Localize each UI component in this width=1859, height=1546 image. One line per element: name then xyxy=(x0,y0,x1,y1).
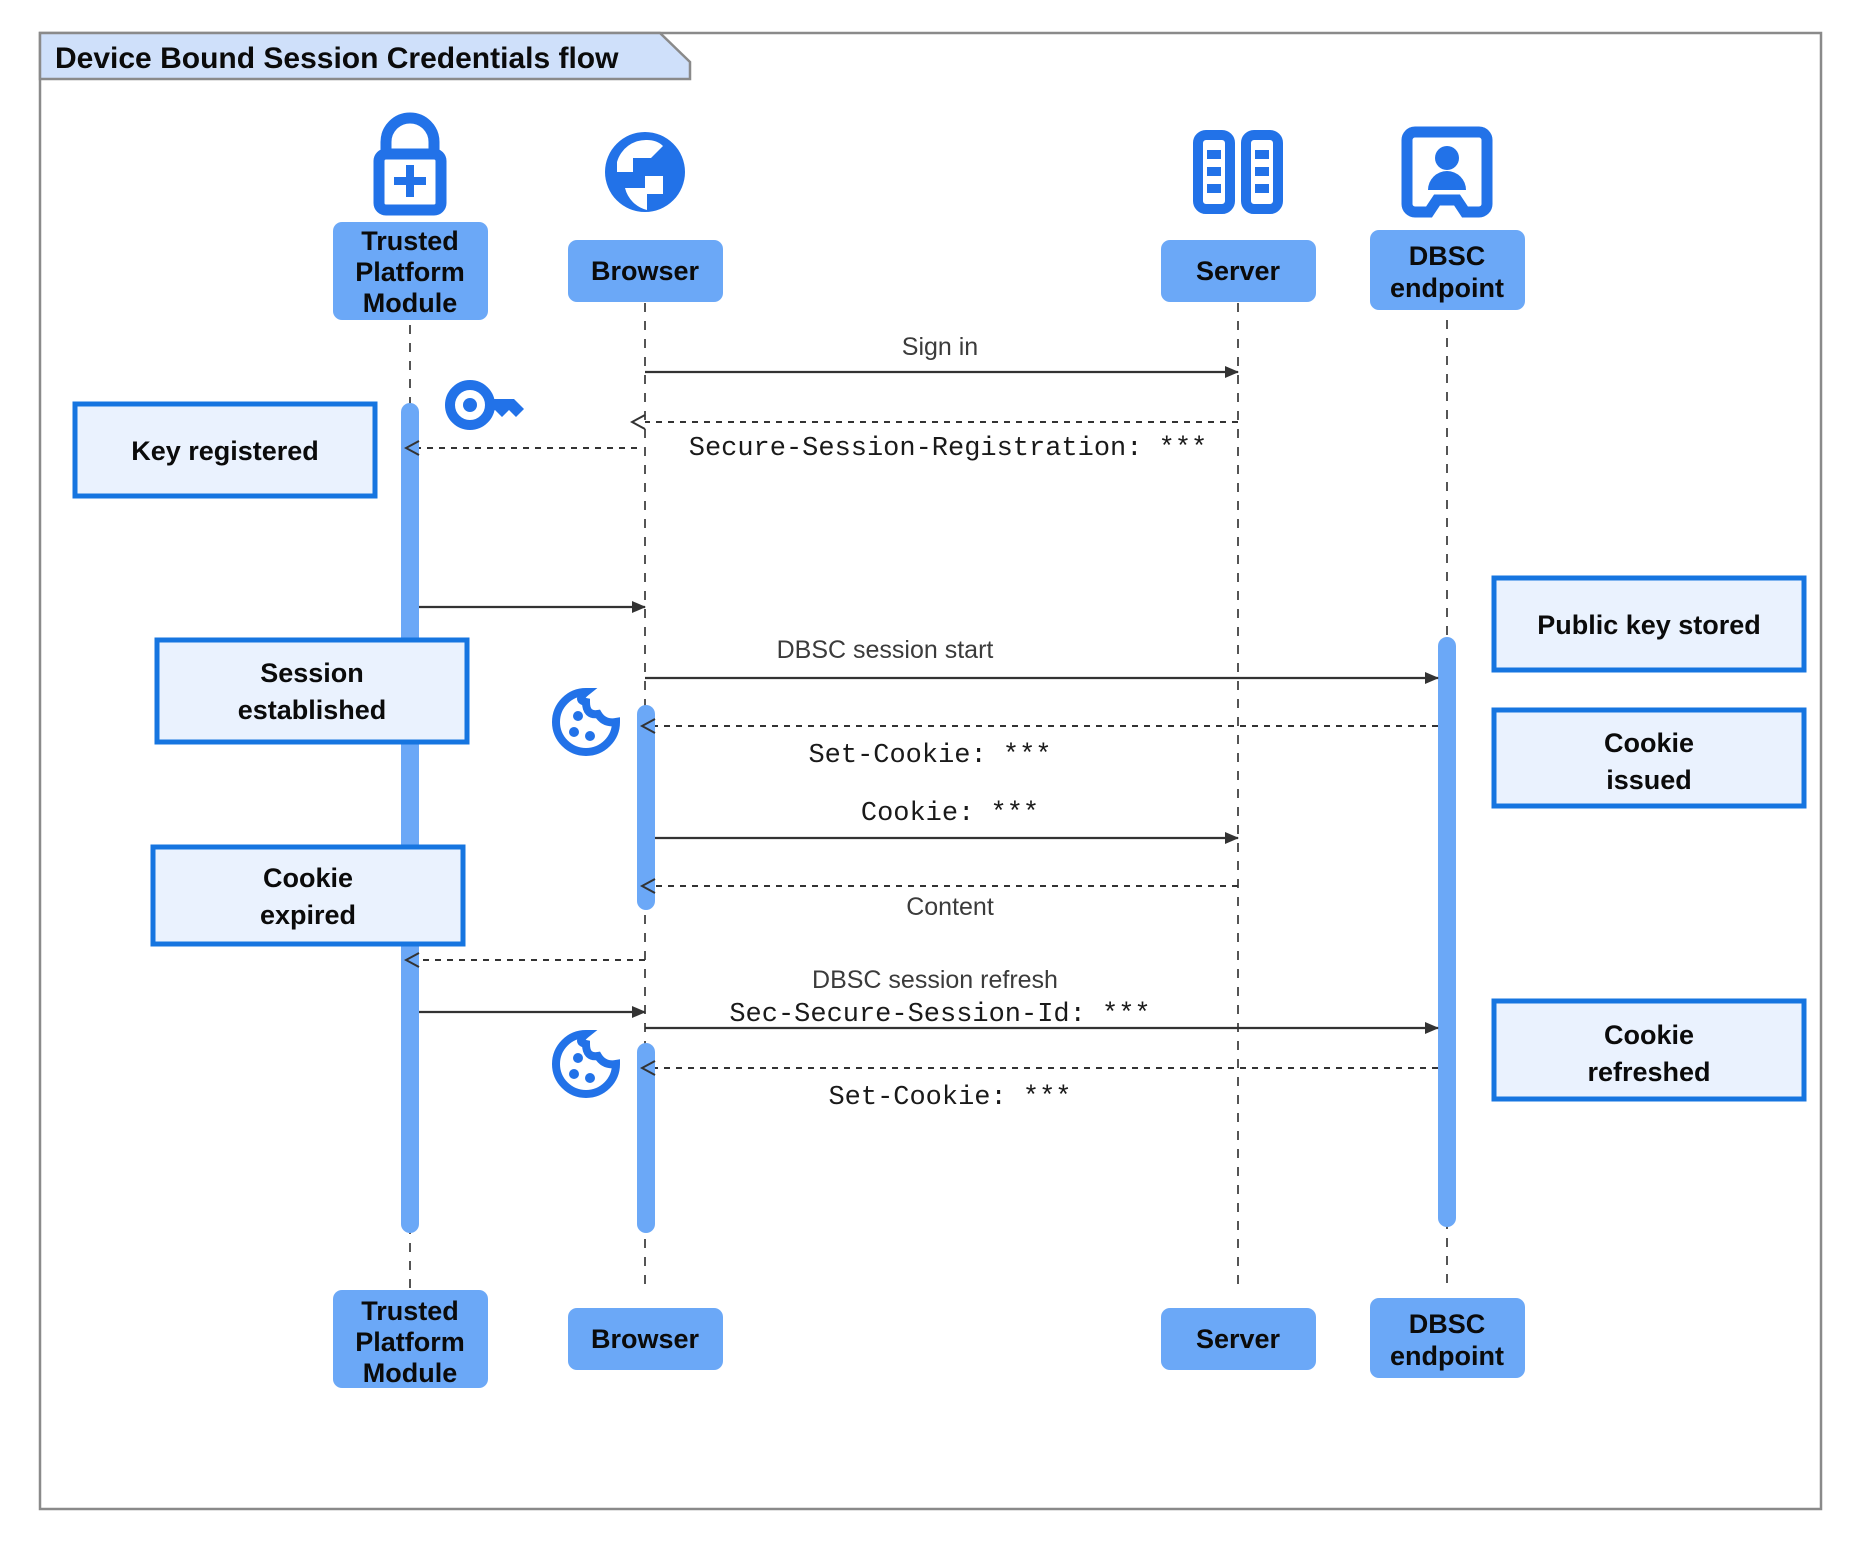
participant-footer-server[interactable]: Server xyxy=(1161,1308,1316,1370)
participant-box-dbsc[interactable] xyxy=(1370,230,1525,310)
participant-box-dbsc-bottom[interactable] xyxy=(1370,1298,1525,1378)
note-cookie-refreshed-line1: Cookie xyxy=(1604,1020,1694,1050)
participant-footer-dbsc[interactable]: DBSC endpoint xyxy=(1370,1298,1525,1378)
message-label-content: Content xyxy=(906,893,994,921)
note-cookie-refreshed-line2: refreshed xyxy=(1587,1057,1710,1087)
participant-header-dbsc[interactable]: DBSC endpoint xyxy=(1370,126,1525,310)
participant-header-server[interactable]: Server xyxy=(1161,130,1316,302)
note-cookie-expired-line2: expired xyxy=(260,900,356,930)
id-badge-icon xyxy=(1401,126,1493,218)
participant-label-tpm-bottom-line3: Module xyxy=(363,1358,458,1388)
participant-box-server-bottom[interactable] xyxy=(1161,1308,1316,1370)
lock-plus-icon xyxy=(373,112,447,216)
message-cookie: Cookie: *** xyxy=(655,799,1239,844)
key-icon xyxy=(445,380,524,430)
note-cookie-issued: Cookie issued xyxy=(1491,707,1807,809)
message-secure-session-registration: Secure-Session-Registration: *** xyxy=(645,422,1238,464)
message-content: Content xyxy=(655,886,1238,921)
lifelines xyxy=(409,285,1448,1290)
participant-box-server[interactable] xyxy=(1161,240,1316,302)
message-dbsc-session-start: DBSC session start xyxy=(645,636,1439,684)
note-public-key-stored: Public key stored xyxy=(1491,575,1807,673)
participant-box-tpm-bottom[interactable] xyxy=(333,1290,488,1388)
cookie-icon xyxy=(552,1029,621,1098)
message-label-set-cookie-1: Set-Cookie: *** xyxy=(808,741,1051,771)
message-label-secure-session-registration: Secure-Session-Registration: *** xyxy=(689,434,1207,464)
participant-label-tpm-line1: Trusted xyxy=(361,226,459,256)
note-cookie-refreshed: Cookie refreshed xyxy=(1491,998,1807,1102)
participant-label-dbsc-bottom-line2: endpoint xyxy=(1390,1341,1504,1371)
note-cookie-expired-line1: Cookie xyxy=(263,863,353,893)
activation-tpm xyxy=(401,403,419,1233)
activation-browser-1 xyxy=(637,705,655,910)
participant-footer-browser[interactable]: Browser xyxy=(568,1308,723,1370)
participant-label-tpm-bottom-line1: Trusted xyxy=(361,1296,459,1326)
participant-label-browser-bottom: Browser xyxy=(591,1324,700,1354)
participant-label-dbsc-bottom-line1: DBSC xyxy=(1409,1309,1486,1339)
participant-footer-tpm[interactable]: Trusted Platform Module xyxy=(333,1290,488,1388)
message-label-dbsc-session-start: DBSC session start xyxy=(777,636,994,664)
activation-dbsc xyxy=(1438,637,1456,1227)
participant-label-dbsc-line2: endpoint xyxy=(1390,273,1504,303)
participant-label-dbsc-line1: DBSC xyxy=(1409,241,1486,271)
note-public-key-stored-label: Public key stored xyxy=(1537,610,1761,640)
participant-label-tpm-line3: Module xyxy=(363,288,458,318)
participant-header-tpm[interactable]: Trusted Platform Module xyxy=(333,112,488,320)
note-key-registered: Key registered xyxy=(72,401,378,499)
note-cookie-expired: Cookie expired xyxy=(150,844,466,947)
activation-bars xyxy=(401,403,1456,1233)
message-dbsc-session-refresh: DBSC session refresh Sec-Secure-Session-… xyxy=(645,966,1439,1034)
participant-label-browser: Browser xyxy=(591,256,700,286)
cookie-icon xyxy=(552,687,621,756)
note-cookie-issued-line1: Cookie xyxy=(1604,728,1694,758)
message-label-sign-in: Sign in xyxy=(902,333,978,361)
note-key-registered-label: Key registered xyxy=(131,436,319,466)
participant-box-tpm[interactable] xyxy=(333,222,488,320)
note-session-established-line1: Session xyxy=(260,658,364,688)
message-label-sec-secure-session-id: Sec-Secure-Session-Id: *** xyxy=(729,1000,1150,1030)
message-label-cookie: Cookie: *** xyxy=(861,799,1039,829)
participant-header-browser[interactable]: Browser xyxy=(568,132,723,302)
globe-icon xyxy=(605,132,685,212)
note-session-established-line2: established xyxy=(238,695,387,725)
note-cookie-issued-line2: issued xyxy=(1606,765,1692,795)
message-label-dbsc-session-refresh: DBSC session refresh xyxy=(812,966,1058,994)
participant-label-server: Server xyxy=(1196,256,1281,286)
message-set-cookie-2: Set-Cookie: *** xyxy=(655,1068,1438,1113)
note-session-established: Session established xyxy=(154,637,470,745)
participant-box-browser[interactable] xyxy=(568,240,723,302)
participant-box-browser-bottom[interactable] xyxy=(568,1308,723,1370)
message-label-set-cookie-2: Set-Cookie: *** xyxy=(828,1083,1071,1113)
message-set-cookie-1: Set-Cookie: *** xyxy=(655,726,1438,771)
frame-title: Device Bound Session Credentials flow xyxy=(55,42,619,75)
server-rack-icon xyxy=(1193,130,1283,214)
participant-label-tpm-bottom-line2: Platform xyxy=(355,1327,465,1357)
participant-label-server-bottom: Server xyxy=(1196,1324,1281,1354)
message-sign-in: Sign in xyxy=(645,333,1239,378)
participant-label-tpm-line2: Platform xyxy=(355,257,465,287)
activation-browser-2 xyxy=(637,1043,655,1233)
